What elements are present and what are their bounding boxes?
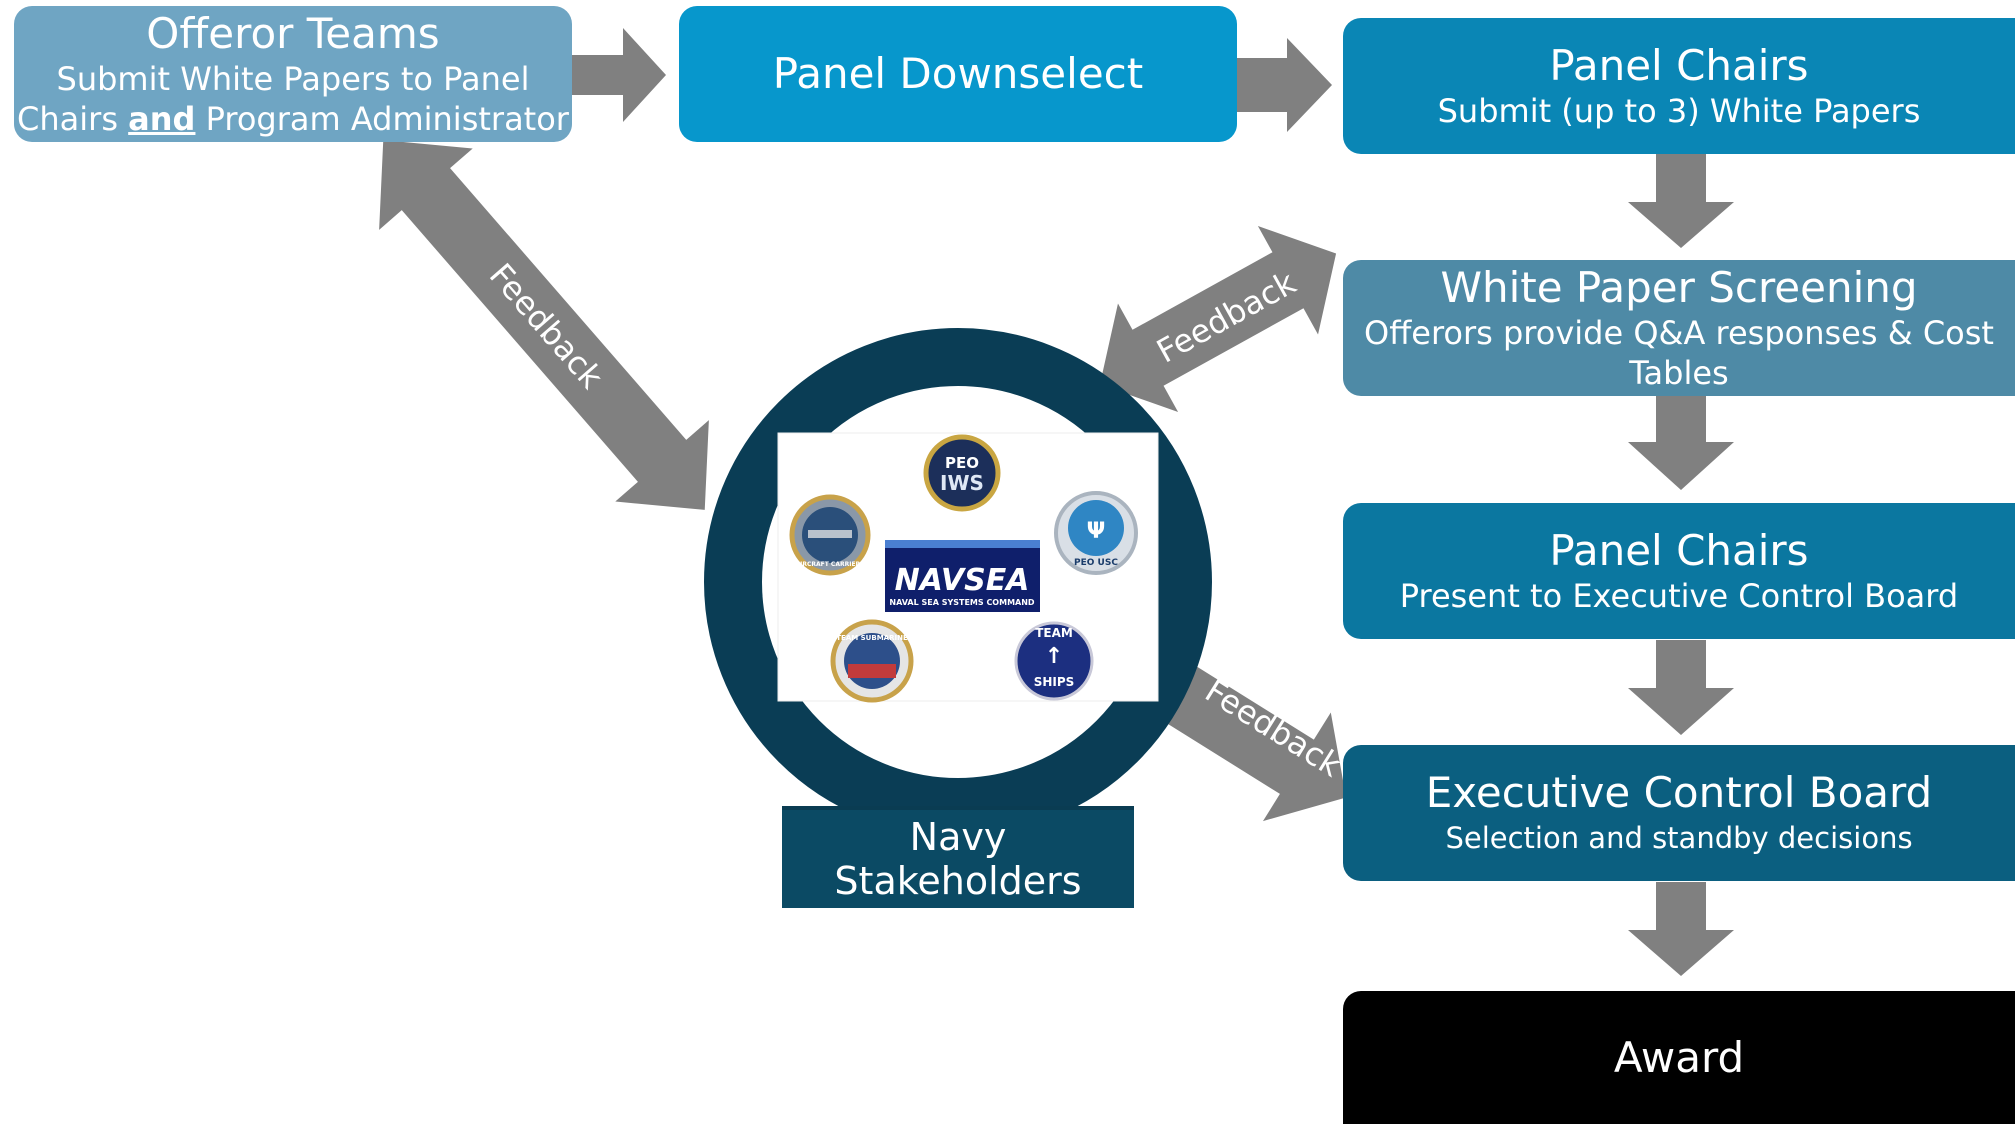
navsea-name: NAVSEA xyxy=(895,563,1030,598)
award-box: Award xyxy=(1343,991,2015,1124)
navy-stakeholders-line1: Navy xyxy=(909,815,1007,859)
peo-iws-line1: PEO xyxy=(945,454,979,472)
arrow-screening-to-present xyxy=(1628,395,1734,490)
arrow-ecb-to-award xyxy=(1628,882,1734,976)
offeror-teams-line1: Submit White Papers to Panel xyxy=(56,60,530,98)
svg-text:Ψ: Ψ xyxy=(1087,519,1106,544)
panel-downselect-title: Panel Downselect xyxy=(772,49,1144,98)
arrow-offeror-to-downselect xyxy=(572,28,666,122)
arrow-chairs-to-screening xyxy=(1628,153,1734,248)
peo-iws-line2: IWS xyxy=(940,471,984,495)
arrow-present-to-ecb xyxy=(1628,640,1734,735)
navy-stakeholders-line2: Stakeholders xyxy=(834,859,1082,903)
arrow-downselect-to-chairs xyxy=(1237,38,1332,132)
team-ships-line1: TEAM xyxy=(1035,626,1073,640)
feedback-arrow-offeror xyxy=(379,140,709,510)
navsea-logo: NAVSEA NAVAL SEA SYSTEMS COMMAND xyxy=(885,540,1040,612)
feedback-arrow-screening xyxy=(1099,225,1337,413)
team-ships-line2: SHIPS xyxy=(1034,675,1075,689)
team-ships-logo: TEAM ↑ SHIPS xyxy=(1014,621,1094,701)
white-paper-screening-subtitle: Offerors provide Q&A responses & Cost Ta… xyxy=(1364,314,1994,392)
executive-control-board-subtitle: Selection and standby decisions xyxy=(1445,821,1913,855)
panel-chairs-present-title: Panel Chairs xyxy=(1549,526,1809,575)
aircraft-carriers-text: AIRCRAFT CARRIERS xyxy=(795,561,864,568)
offeror-teams-title: Offeror Teams xyxy=(146,9,440,58)
white-paper-screening-box: White Paper Screening Offerors provide Q… xyxy=(1343,260,2015,396)
offeror-teams-box: Offeror Teams Submit White Papers to Pan… xyxy=(14,6,572,142)
navsea-sub: NAVAL SEA SYSTEMS COMMAND xyxy=(889,598,1034,607)
award-title: Award xyxy=(1613,1032,1745,1082)
peo-iws-logo: PEO IWS xyxy=(923,434,1001,512)
offeror-teams-and: and xyxy=(128,100,196,138)
panel-chairs-submit-subtitle: Submit (up to 3) White Papers xyxy=(1437,92,1921,130)
panel-downselect-box: Panel Downselect xyxy=(679,6,1237,142)
panel-chairs-submit-title: Panel Chairs xyxy=(1549,41,1809,90)
executive-control-board-box: Executive Control Board Selection and st… xyxy=(1343,745,2015,881)
team-submarine-logo: TEAM SUBMARINE xyxy=(830,619,914,703)
panel-chairs-present-box: Panel Chairs Present to Executive Contro… xyxy=(1343,503,2015,639)
peo-usc-text: PEO USC xyxy=(1074,558,1118,568)
executive-control-board-title: Executive Control Board xyxy=(1425,768,1933,817)
svg-text:↑: ↑ xyxy=(1045,644,1063,669)
aircraft-carriers-logo: AIRCRAFT CARRIERS xyxy=(789,494,871,576)
peo-usc-logo: Ψ PEO USC xyxy=(1054,491,1138,575)
panel-chairs-present-subtitle: Present to Executive Control Board xyxy=(1399,577,1959,615)
navy-stakeholders-label: Navy Stakeholders xyxy=(782,806,1134,908)
offeror-teams-line2: Chairs and Program Administrator xyxy=(17,100,569,138)
panel-chairs-submit-box: Panel Chairs Submit (up to 3) White Pape… xyxy=(1343,18,2015,154)
white-paper-screening-title: White Paper Screening xyxy=(1440,263,1918,312)
team-submarine-text: TEAM SUBMARINE xyxy=(836,634,908,642)
feedback-arrow-ecb xyxy=(1139,652,1347,822)
